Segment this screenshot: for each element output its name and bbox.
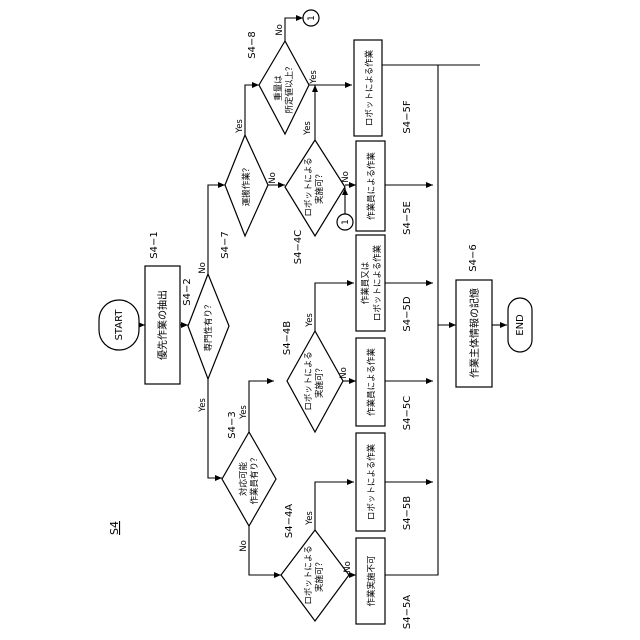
box-5b-label: ロボットによる作業	[366, 443, 377, 520]
label-capable-yes: Yes	[239, 405, 249, 420]
ref-s4-5c: S4−5C	[402, 396, 413, 430]
box-5c: 作業員による作業	[356, 338, 385, 426]
ref-s4-3: S4−3	[227, 411, 238, 438]
box-5a: 作業実施不可	[356, 538, 385, 624]
box-5d-line2: ロボットによる作業	[372, 244, 383, 321]
robot-a-line2: 実施可？	[314, 558, 325, 592]
ref-s4-6: S4−6	[468, 244, 479, 271]
ref-s4-5e: S4−5E	[402, 201, 413, 235]
box-5d: 作業員又は ロボットによる作業	[356, 235, 385, 331]
edge-weight-no	[285, 18, 303, 41]
box-5e: 作業員による作業	[356, 141, 385, 231]
capable-worker-line1: 対応可能	[238, 462, 249, 497]
weight-line2: 所定値以上？	[284, 62, 295, 113]
robot-b-decision: ロボットによる 実施可？	[287, 331, 343, 432]
label-weight-no: No	[275, 24, 285, 36]
robot-a-line1: ロボットによる	[304, 545, 314, 604]
ref-s4-4a: S4−4A	[284, 504, 295, 538]
robot-c-line1: ロボットによる	[304, 157, 314, 216]
transport-label: 運搬作業？	[241, 164, 252, 207]
ref-s4-7: S4−7	[220, 231, 231, 258]
transport-decision: 運搬作業？	[225, 135, 268, 236]
label-robotc-no: No	[341, 171, 351, 183]
box-5e-label: 作業員による作業	[366, 152, 377, 220]
ref-s4-4c: S4−4C	[293, 230, 304, 264]
robot-a-decision: ロボットによる 実施可？	[281, 530, 349, 621]
label-transport-yes: Yes	[235, 119, 245, 134]
connector-bottom-label: 1	[341, 219, 351, 224]
label-transport-no: No	[268, 172, 278, 184]
robot-b-line2: 実施可？	[314, 364, 325, 398]
label-expertise-no: No	[198, 262, 208, 274]
edge-capable-yes	[249, 381, 274, 432]
capable-worker-decision: 対応可能 作業員有り？	[222, 432, 276, 526]
box-5f-label: ロボットによる作業	[364, 49, 375, 126]
end-label: END	[515, 314, 526, 336]
expertise-label: 専門性有り？	[203, 300, 214, 351]
label-robota-no: No	[343, 561, 353, 573]
robot-c-line2: 実施可？	[314, 170, 325, 204]
label-capable-no: No	[239, 540, 249, 552]
extract-process: 優先作業の抽出	[145, 266, 180, 384]
edge-transport-yes	[245, 85, 259, 135]
ref-s4-1: S4−1	[149, 231, 160, 258]
extract-label: 優先作業の抽出	[156, 290, 169, 360]
connector-bottom: 1	[337, 214, 353, 230]
edge-capable-no	[249, 526, 281, 575]
end-terminal: END	[508, 298, 532, 352]
label-robotb-no: No	[339, 367, 349, 379]
capable-worker-line2: 作業員有り？	[249, 453, 260, 504]
label-robota-yes: Yes	[305, 511, 315, 526]
label-weight-yes: Yes	[309, 70, 319, 85]
connector-top: 1	[303, 10, 319, 26]
figure-label: S4	[108, 521, 121, 535]
label-robotb-yes: Yes	[305, 313, 315, 328]
ref-s4-8: S4−8	[247, 31, 258, 58]
edge-expertise-no	[208, 185, 225, 274]
expertise-decision: 専門性有り？	[188, 274, 229, 379]
edge-robotb-yes	[315, 283, 354, 331]
box-5c-label: 作業員による作業	[366, 348, 377, 416]
weight-decision: 重量は 所定値以上？	[259, 41, 309, 134]
box-5a-label: 作業実施不可	[366, 555, 377, 607]
robot-b-line1: ロボットによる	[304, 351, 314, 410]
robot-c-decision: ロボットによる 実施可？	[285, 140, 345, 236]
label-expertise-yes: Yes	[198, 398, 208, 413]
box-5b: ロボットによる作業	[356, 433, 385, 531]
start-terminal: START	[99, 300, 139, 350]
edge-robota-yes	[315, 482, 354, 530]
ref-s4-5f: S4−5F	[402, 100, 413, 133]
ref-s4-5a: S4−5A	[402, 595, 413, 629]
ref-s4-4b: S4−4B	[282, 321, 293, 355]
connector-lines	[139, 18, 507, 575]
ref-s4-5d: S4−5D	[402, 296, 413, 331]
ref-s4-5b: S4−5B	[402, 496, 413, 530]
weight-line1: 重量は	[273, 75, 284, 101]
connector-top-label: 1	[307, 15, 317, 20]
box-5f: ロボットによる作業	[354, 40, 382, 136]
label-robotc-yes: Yes	[303, 121, 313, 136]
start-label: START	[114, 309, 125, 341]
store-label: 作業主体情報の記憶	[468, 288, 481, 378]
box-5d-line1: 作業員又は	[360, 261, 371, 304]
ref-s4-2: S4−2	[182, 278, 193, 305]
store-process: 作業主体情報の記憶	[456, 280, 492, 387]
edge-expertise-yes	[208, 379, 222, 478]
